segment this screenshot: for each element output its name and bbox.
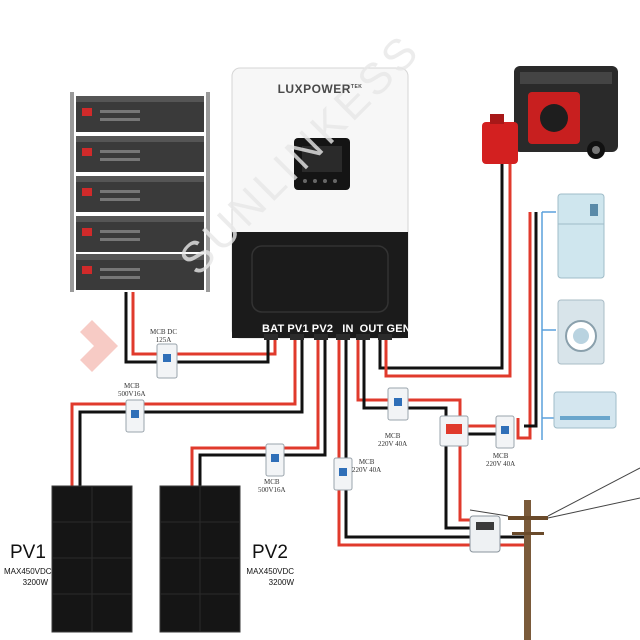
port-label-pv2: PV2 (311, 323, 334, 335)
pv2-panel (159, 485, 241, 633)
pv1-negative-wire (78, 336, 304, 488)
battery-module (76, 176, 204, 212)
bat-breaker (156, 343, 178, 379)
pv2-negative-wire (198, 336, 327, 488)
port-label-pv1: PV1 (287, 323, 309, 335)
grid-in-breaker-label: MCB 220V 40A (352, 458, 381, 474)
port-label-bat: BAT (262, 323, 285, 335)
out-breaker-type: MCB (384, 432, 401, 440)
port-label-out: OUT (359, 323, 384, 335)
pv2-breaker-type: MCB (264, 478, 280, 486)
battery-module (76, 96, 204, 132)
ats-load-line-wire (466, 418, 502, 428)
pv2-breaker-rating: 500V16A (258, 486, 286, 494)
load-bus-red (516, 212, 532, 440)
ats-grid-neutral-wire (458, 440, 478, 522)
load-breaker (495, 415, 515, 449)
grid-in-breaker (333, 457, 353, 491)
battery-module (76, 136, 204, 172)
gen-neutral-wire (384, 164, 512, 378)
bat-breaker-type: MCB DC (150, 328, 178, 336)
load-bus-black (524, 212, 538, 428)
out-line-wire (356, 336, 462, 420)
pv1-positive-wire (70, 336, 297, 488)
pv1-breaker-rating: 500V16A (118, 390, 146, 398)
out-breaker-rating: 220V 40A (378, 440, 408, 448)
pv2-power: 3200W (268, 578, 294, 587)
load-breaker-label: MCB 220V 40A (486, 452, 515, 468)
out-breaker-label: MCB 220V 40A (378, 432, 407, 448)
bat-breaker-rating: 125A (155, 336, 172, 344)
pv2-breaker (265, 443, 285, 477)
battery-module (76, 216, 204, 252)
brand-suffix: TEK (350, 84, 363, 90)
pv1-power: 3200W (22, 578, 48, 587)
battery-rack (70, 92, 210, 292)
inverter (231, 67, 409, 340)
grid-in-breaker-type: MCB (358, 458, 375, 466)
load-breaker-type: MCB (492, 452, 509, 460)
pv2-name: PV2 (252, 542, 288, 563)
air-conditioner (553, 391, 617, 429)
inverter-brand: LUXPOWERTEK (232, 82, 408, 96)
pv1-spec: MAX450VDC 3200W (4, 566, 52, 588)
grid-in-line-wire (337, 336, 525, 547)
logo-chevron (80, 320, 118, 372)
refrigerator (557, 193, 605, 279)
port-label-gen: GEN (386, 323, 411, 335)
grid-in-neutral-wire (344, 336, 480, 539)
pv1-voltage: MAX450VDC (4, 567, 52, 576)
pv2-breaker-label: MCB 500V16A (258, 478, 286, 494)
transfer-switch (439, 415, 469, 447)
out-breaker (387, 387, 409, 421)
port-glands (264, 334, 392, 340)
energy-meter (469, 515, 501, 553)
battery-positive-wire (131, 292, 277, 356)
utility-pole (469, 467, 640, 640)
pv2-spec: MAX450VDC 3200W (240, 566, 294, 588)
grid-in-breaker-rating: 220V 40A (352, 466, 382, 474)
port-label-in: IN (342, 323, 354, 335)
ats-grid-line-wire (444, 440, 478, 530)
generator (514, 66, 618, 159)
washing-machine (557, 299, 605, 365)
pv1-breaker-label: MCB 500V16A (118, 382, 146, 398)
brand-name: LUXPOWER (277, 82, 351, 96)
pv2-positive-wire (190, 336, 320, 488)
fuel-can (482, 114, 518, 164)
pv1-breaker-type: MCB (124, 382, 140, 390)
gen-line-wire (378, 164, 504, 370)
pv2-voltage: MAX450VDC (246, 567, 294, 576)
pv1-name: PV1 (10, 542, 46, 563)
battery-module (76, 254, 204, 290)
bat-breaker-label: MCB DC 125A (150, 328, 177, 344)
load-breaker-rating: 220V 40A (486, 460, 516, 468)
battery-negative-wire (124, 292, 270, 364)
pv1-breaker (125, 399, 145, 433)
pv1-panel (51, 485, 133, 633)
